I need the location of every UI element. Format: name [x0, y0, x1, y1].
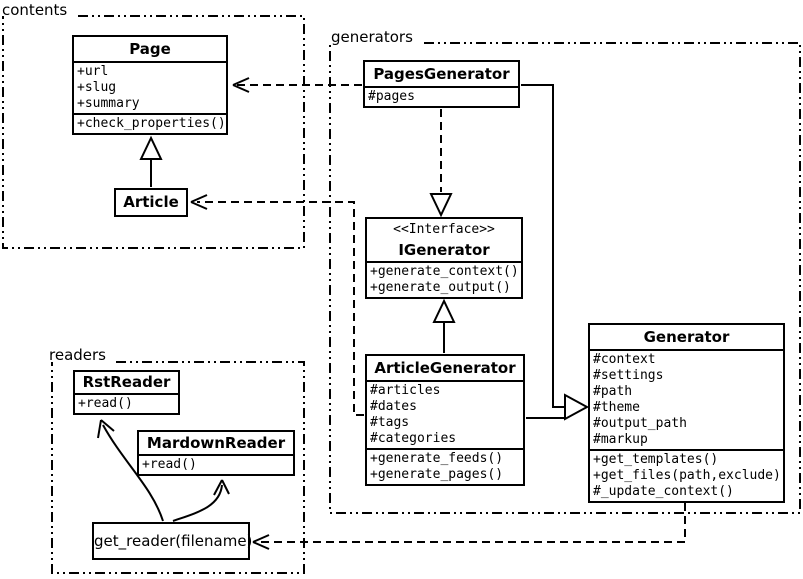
attribute: #markup [593, 432, 648, 447]
inheritance-triangle-generator [564, 393, 590, 421]
attribute: #settings [593, 368, 664, 383]
class-articlegenerator: ArticleGenerator #articles #dates #tags … [365, 354, 525, 486]
class-igenerator-name: IGenerator [398, 241, 490, 259]
package-generators-border [329, 42, 801, 514]
package-label-contents: contents [2, 1, 68, 19]
class-page-name: Page [129, 40, 171, 58]
attribute: #path [593, 384, 633, 399]
class-igenerator-methods: +generate_context() +generate_output() [367, 261, 521, 297]
class-rstreader-methods: +read() [75, 393, 178, 413]
package-label-readers: readers [49, 346, 106, 364]
class-generator-attributes: #context #settings #path #theme #output_… [590, 349, 783, 449]
open-arrowhead-page [232, 77, 250, 93]
package-contents-border [2, 15, 305, 249]
class-rstreader: RstReader +read() [73, 370, 180, 415]
class-mardownreader-methods: +read() [139, 454, 293, 474]
function-get-reader: get_reader(filename) [92, 522, 253, 560]
function-get-reader-label: get_reader(filename) [94, 532, 253, 550]
inheritance-triangle-page [139, 135, 163, 160]
class-igenerator-stereotype: <<Interface>> [393, 222, 495, 237]
inheritance-triangle-igenerator [432, 298, 456, 323]
package-readers-border [51, 361, 305, 574]
class-page-methods: +check_properties() [74, 113, 226, 133]
class-articlegenerator-methods: +generate_feeds() +generate_pages() [367, 448, 523, 484]
class-igenerator: <<Interface>> IGenerator +generate_conte… [365, 217, 523, 299]
method: +generate_context() [370, 264, 519, 279]
open-arrowhead-rstreader [97, 419, 115, 439]
open-arrowhead-article [190, 194, 208, 210]
edge-getreader-to-rstreader [102, 424, 164, 522]
method: +read() [142, 457, 197, 472]
attribute: #categories [370, 431, 457, 446]
edge-articlegenerator-to-article-dependency [197, 201, 364, 416]
method: +generate_pages() [370, 467, 504, 482]
class-articlegenerator-name: ArticleGenerator [374, 359, 516, 377]
method: +generate_output() [370, 280, 511, 295]
method: +read() [78, 396, 133, 411]
attribute: +summary [77, 96, 140, 111]
attribute: #output_path [593, 416, 687, 431]
edge-getreader-to-mardownreader [172, 484, 223, 522]
open-arrowhead-getreader [252, 534, 270, 550]
open-arrowhead-mardownreader [213, 479, 230, 496]
class-page-attributes: +url +slug +summary [74, 61, 226, 113]
class-article: Article [114, 188, 188, 217]
class-pagesgenerator-attributes: #pages [365, 86, 518, 106]
method: #_update_context() [593, 484, 734, 499]
class-pagesgenerator-name: PagesGenerator [373, 65, 510, 83]
edge-pagesgenerator-to-generator-inheritance [521, 84, 565, 408]
class-page: Page +url +slug +summary +check_properti… [72, 35, 228, 135]
realization-triangle-igenerator [429, 193, 453, 218]
class-articlegenerator-attributes: #articles #dates #tags #categories [367, 380, 523, 448]
class-article-name: Article [123, 193, 179, 211]
package-label-generators: generators [331, 28, 413, 46]
attribute: #articles [370, 383, 441, 398]
class-mardownreader-name: MardownReader [146, 434, 286, 452]
attribute: +slug [77, 80, 117, 95]
class-generator: Generator #context #settings #path #them… [588, 323, 785, 503]
method: +get_templates() [593, 452, 719, 467]
attribute: #dates [370, 399, 417, 414]
class-pagesgenerator: PagesGenerator #pages [363, 60, 520, 108]
attribute: #pages [368, 89, 415, 104]
class-generator-methods: +get_templates() +get_files(path,exclude… [590, 449, 783, 501]
class-generator-name: Generator [643, 328, 730, 346]
class-rstreader-name: RstReader [82, 373, 171, 391]
attribute: #theme [593, 400, 640, 415]
method: +generate_feeds() [370, 451, 504, 466]
attribute: #context [593, 352, 656, 367]
attribute: #tags [370, 415, 410, 430]
edge-generator-to-getreader-dependency [259, 503, 686, 543]
method: +check_properties() [77, 116, 226, 131]
attribute: +url [77, 64, 109, 79]
method: +get_files(path,exclude) [593, 468, 781, 483]
class-mardownreader: MardownReader +read() [137, 430, 295, 476]
